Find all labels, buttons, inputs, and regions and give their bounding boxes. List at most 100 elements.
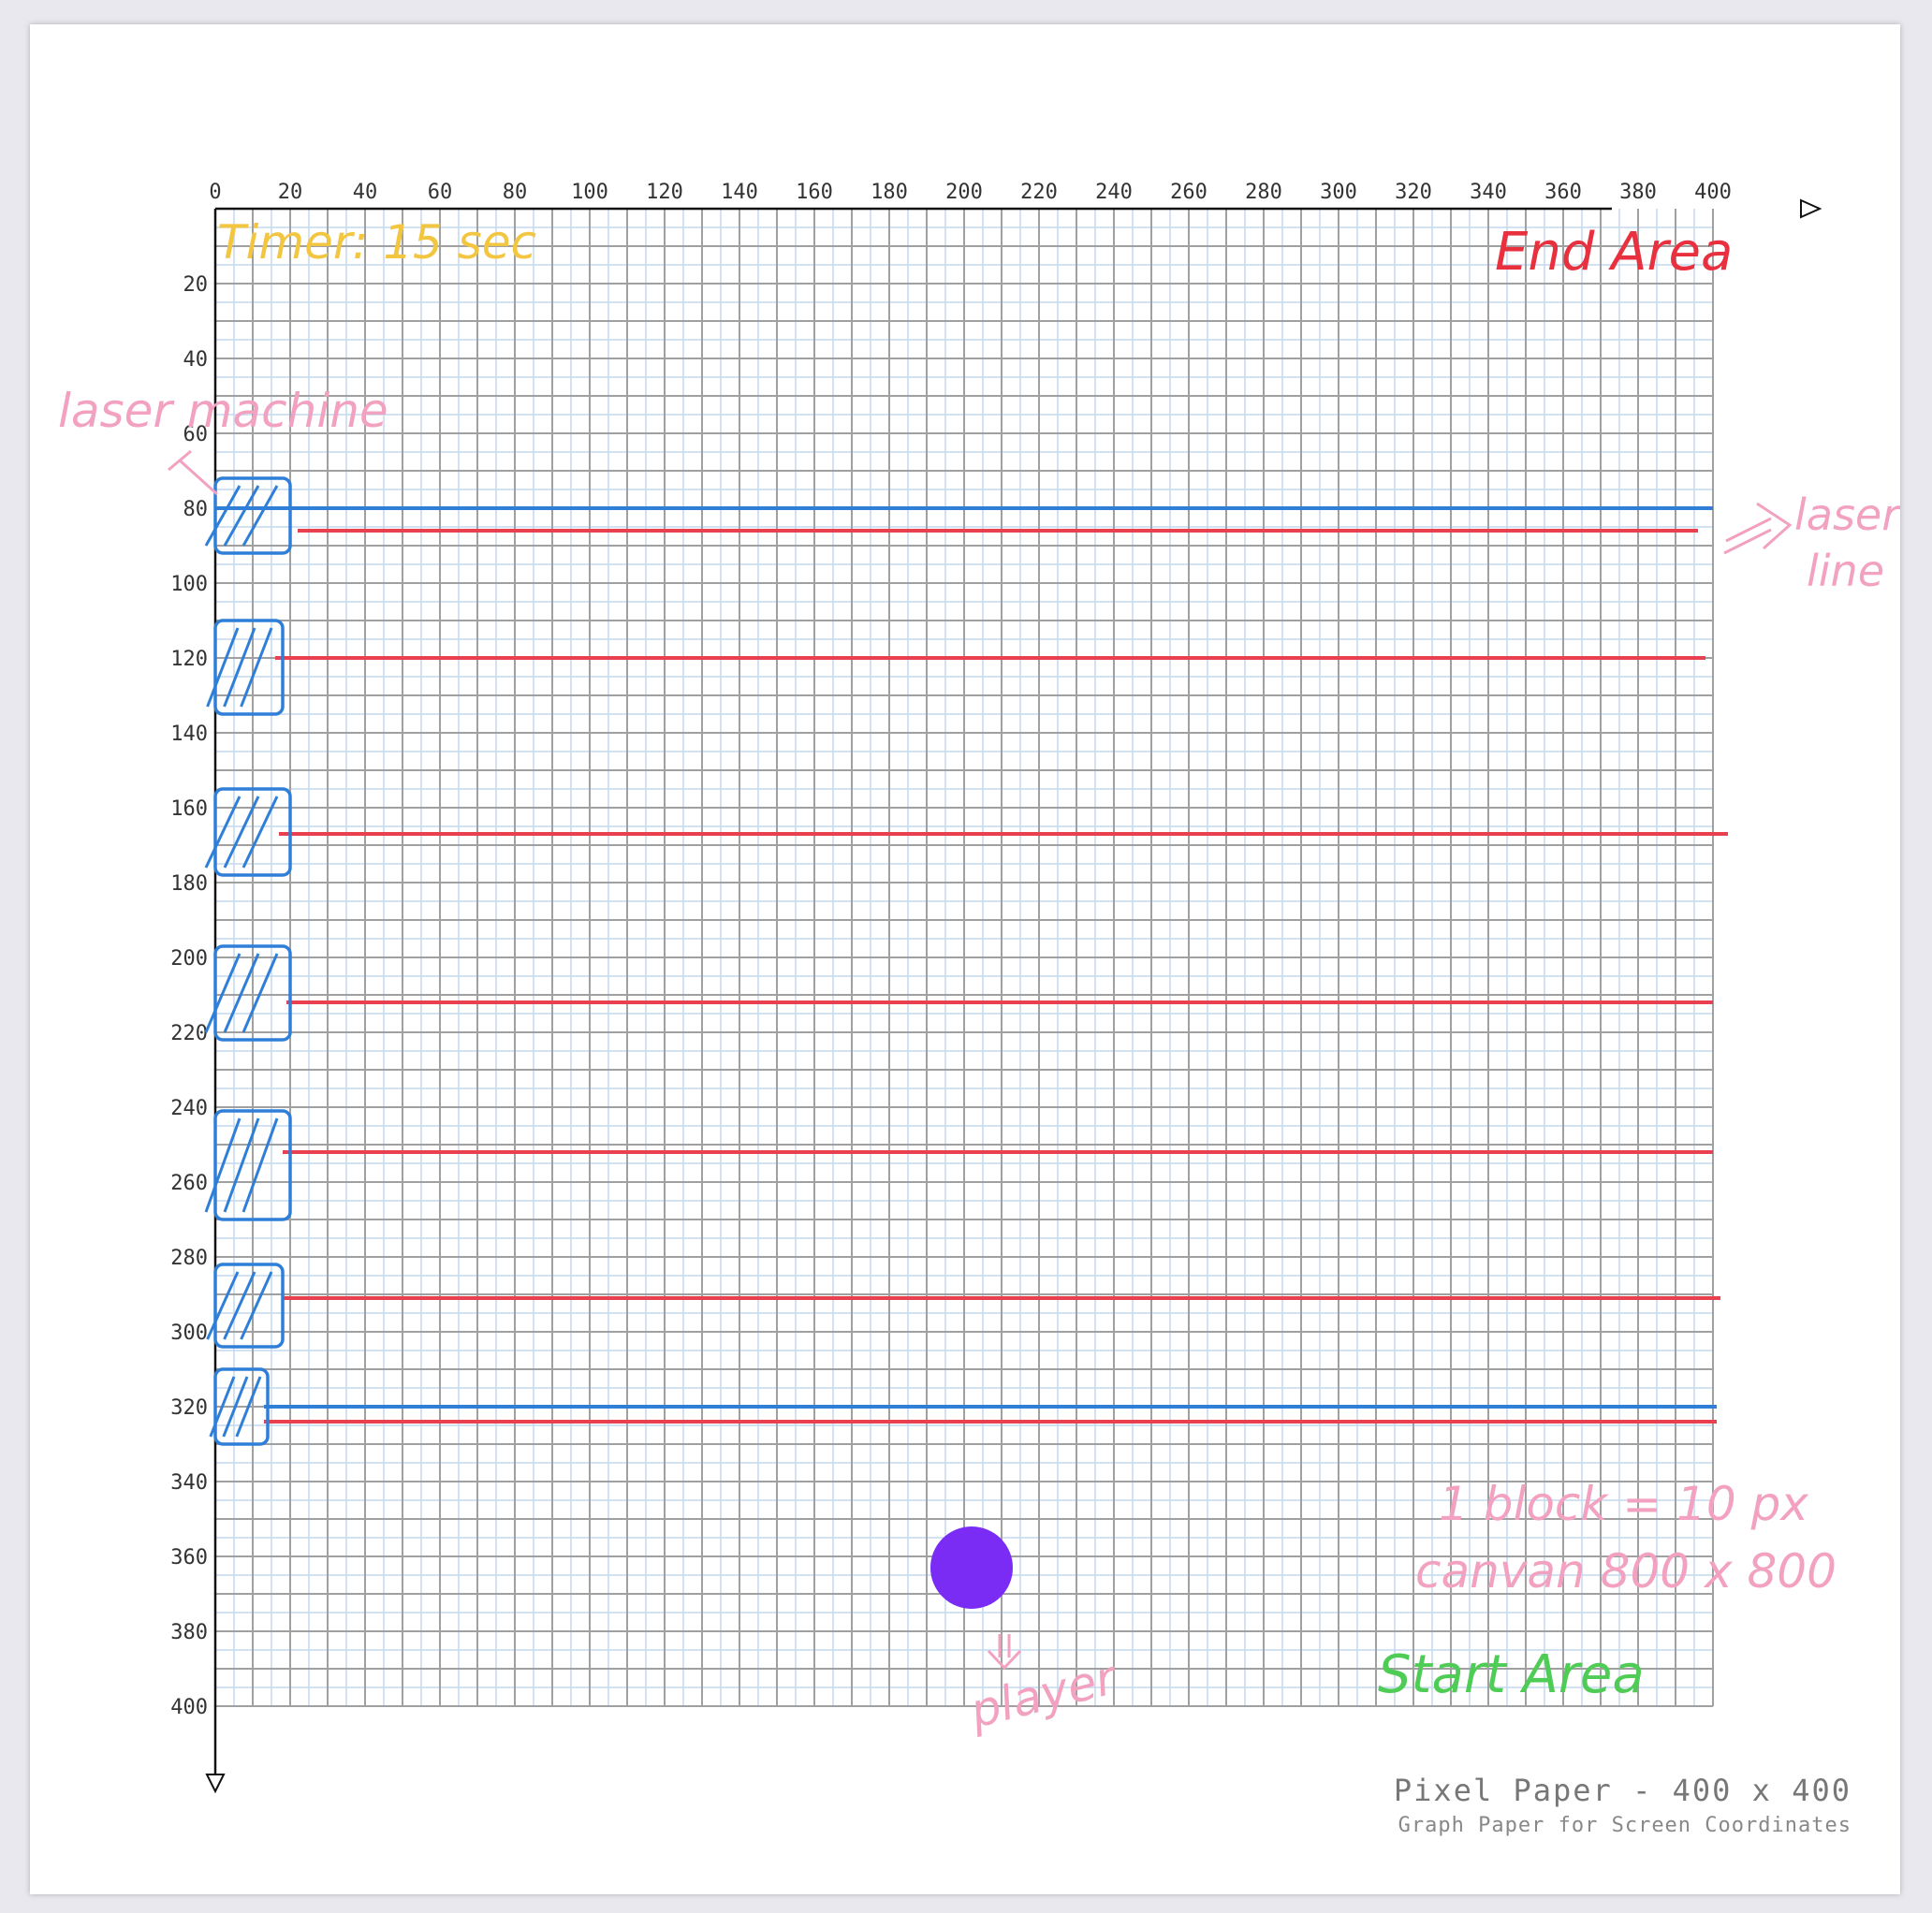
laser-machine-hatch [209,1376,236,1438]
y-tick-label: 160 [170,797,208,821]
laser-machine-hatch [204,953,242,1033]
x-tick-labels: 0 20 40 60 80 100 120 140 160 180 200 220 240 260 280 3… [209,181,1732,204]
laser-machine [204,476,292,555]
start-area-annotation: Start Area [1378,1644,1645,1705]
laser-line-label-1: laser [1794,489,1900,540]
x-tick-label: 260 [1170,181,1208,204]
paper-subtitle: Graph Paper for Screen Coordinates [1398,1814,1852,1837]
laser-machine [206,1263,285,1349]
laser-machine-hatch [223,627,256,708]
y-tick-label: 260 [170,1172,208,1195]
y-tick-label: 320 [170,1396,208,1420]
laser-machine-box [213,476,292,555]
laser-machine [204,944,292,1042]
laser-machine-hatch [223,1271,256,1340]
x-tick-label: 40 [353,181,378,204]
laser-machine-box [213,944,292,1042]
laser-machine-hatch [204,1117,242,1213]
x-tick-label: 300 [1320,181,1357,204]
y-tick-label: 380 [170,1621,208,1644]
y-tick-label: 220 [170,1022,208,1045]
y-tick-label: 280 [170,1247,208,1270]
y-tick-label: 340 [170,1471,208,1495]
x-tick-label: 100 [571,181,608,204]
x-tick-label: 80 [503,181,528,204]
block-note: 1 block = 10 px [1439,1477,1808,1531]
y-tick-label: 80 [183,498,209,521]
laser-machine-hatch [235,1376,262,1438]
x-tick-label: 220 [1020,181,1058,204]
x-tick-label: 160 [796,181,833,204]
y-tick-label: 40 [183,348,209,372]
laser-machine-hatch [222,1376,249,1438]
laser-machine-hatch [240,627,273,708]
y-tick-label: 300 [170,1322,208,1345]
x-tick-label: 320 [1395,181,1432,204]
laser-machines [204,476,292,1446]
end-area-annotation: End Area [1495,222,1733,283]
x-tick-label: 60 [428,181,453,204]
y-tick-label: 180 [170,872,208,896]
x-tick-label: 240 [1095,181,1133,204]
laser-machine [204,787,292,877]
player-arrow-icon [987,1634,1022,1671]
x-tick-label: 200 [945,181,983,204]
x-tick-label: 380 [1619,181,1657,204]
y-tick-label: 120 [170,648,208,671]
laser-machine-hatch [223,485,260,547]
x-axis-arrow-icon [1800,198,1822,219]
laser-machine-hatch [223,1117,260,1213]
laser-machine-hatch [223,953,260,1033]
player-dot [930,1526,1013,1609]
laser-machine-hatch [242,796,279,869]
laser-machine [209,1367,270,1446]
y-tick-label: 400 [170,1696,208,1719]
laser-machine-hatch [242,953,279,1033]
laser-machine-hatch [240,1271,273,1340]
laser-machine-hatch [206,627,240,708]
laser-machine-box [213,619,285,716]
y-tick-label: 60 [183,423,209,446]
y-tick-label: 240 [170,1097,208,1120]
y-tick-label: 200 [170,947,208,971]
laser-lines [264,529,1728,1424]
x-tick-label: 140 [721,181,758,204]
laser-line-label-2: line [1807,546,1884,596]
graph-canvas: 0 20 40 60 80 100 120 140 160 180 200 220 240 260 280 3… [58,181,1900,1794]
timer-annotation: Timer: 15 sec [217,215,536,270]
laser-machine-hatch [223,796,260,869]
player-layer [930,1526,1013,1609]
x-tick-label: 400 [1694,181,1732,204]
laser-machine-arrow [168,449,219,496]
laser-machine-annotation: laser machine [58,384,388,438]
x-tick-label: 20 [278,181,303,204]
laser-machine-hatch [242,485,279,547]
y-tick-labels: 20 40 60 80 100 120 140 160 180 200 220 240 260 280 30… [170,273,208,1719]
laser-line-annotation: laser line [1723,489,1900,596]
x-tick-label: 280 [1245,181,1282,204]
laser-line-arrow-icon [1723,502,1793,555]
player-annotation: player [964,1650,1124,1739]
y-tick-label: 20 [183,273,209,297]
laser-machine-hatch [204,796,242,869]
laser-machine-box [213,1263,285,1349]
y-axis-arrow-icon [205,1774,226,1794]
x-tick-label: 120 [646,181,683,204]
laser-machine-box [213,1367,270,1446]
laser-machine-hatch [206,1271,240,1340]
blue-guide-lines [215,506,1717,1409]
y-tick-label: 140 [170,723,208,746]
x-tick-label: 0 [209,181,221,204]
laser-machine [204,1109,292,1221]
laser-machine-box [213,1109,292,1221]
y-tick-label: 360 [170,1546,208,1570]
canvas-note: canvan 800 x 800 [1415,1544,1837,1599]
y-tick-label: 100 [170,573,208,596]
laser-machine-box [213,787,292,877]
laser-machine-hatch [204,485,242,547]
x-tick-label: 180 [871,181,908,204]
x-tick-label: 340 [1470,181,1507,204]
paper-title: Pixel Paper - 400 x 400 [1393,1773,1852,1808]
graph-paper-sheet: 0 20 40 60 80 100 120 140 160 180 200 220 240 260 280 3… [30,24,1900,1894]
laser-machine [206,619,285,716]
